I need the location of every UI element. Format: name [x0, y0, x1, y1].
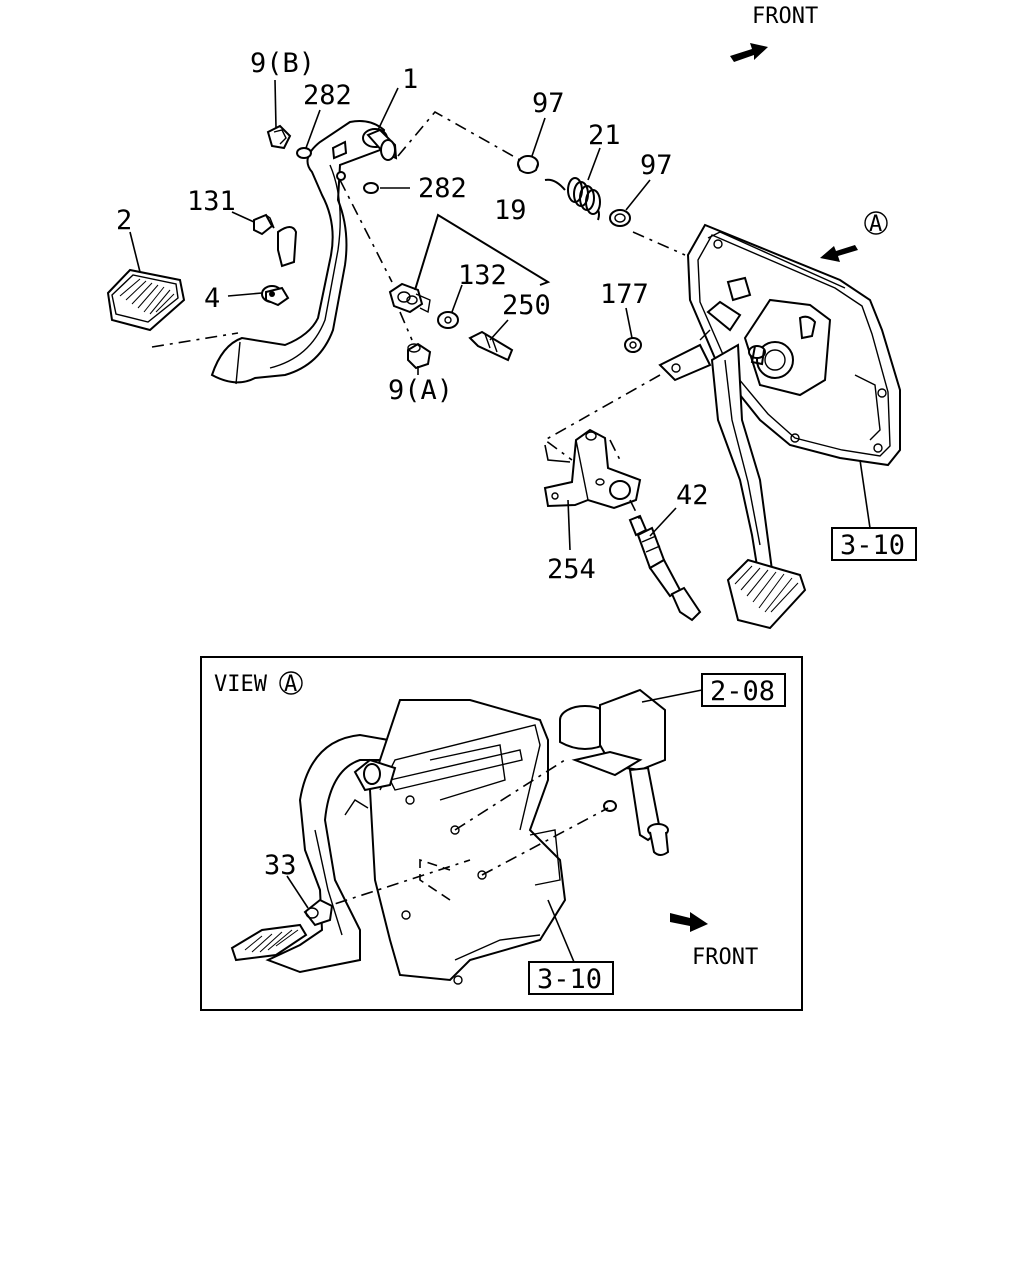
- label-part-177: 177: [600, 279, 649, 310]
- label-part-19: 19: [494, 195, 527, 226]
- view-a-arrow-icon: [820, 245, 858, 262]
- label-part-131: 131: [187, 186, 236, 217]
- inset-centerline-bolt: [309, 859, 471, 913]
- view-a-inset-title: VIEW: [214, 672, 268, 697]
- inset-label-ref-2-08: 2-08: [710, 676, 775, 707]
- bushing-97-left-part: [517, 155, 539, 174]
- label-part-132: 132: [458, 260, 507, 291]
- inset-pedal-arm-part: [230, 733, 407, 974]
- label-part-282-upper: 282: [303, 80, 352, 111]
- inset-leader-33: [286, 875, 309, 909]
- view-a-marker: A: [820, 211, 888, 262]
- label-part-4: 4: [204, 283, 220, 314]
- bushing-97-right-part: [609, 209, 631, 227]
- return-spring-21-part: [544, 177, 601, 221]
- view-a-marker-letter: A: [869, 212, 882, 237]
- inset-ref-box-3-10: [528, 961, 614, 995]
- washer-282-lower-part: [363, 182, 379, 194]
- inset-leader-3-10: [547, 899, 575, 963]
- front-label-top: FRONT: [752, 4, 818, 29]
- label-part-9a: 9(A): [388, 375, 453, 406]
- label-part-2: 2: [116, 205, 132, 236]
- label-part-42: 42: [676, 480, 709, 511]
- washer-282-upper-part: [296, 147, 312, 159]
- part-labels: 1 2 4 9(A) 9(B) 19 21 42 97 97 131 132 1…: [116, 48, 917, 585]
- nut-177-part: [624, 337, 642, 353]
- label-ref-3-10-top: 3-10: [840, 530, 905, 561]
- label-part-97-right: 97: [640, 150, 673, 181]
- inset-label-ref-3-10: 3-10: [537, 964, 602, 995]
- label-part-21: 21: [588, 120, 621, 151]
- brake-pedal-arm-right-part: [710, 343, 807, 630]
- inset-centerline-upper: [454, 757, 569, 831]
- clutch-switch-42-part: [628, 514, 702, 622]
- view-a-inset-frame: [200, 656, 803, 1011]
- inset-front-label: FRONT: [692, 945, 758, 970]
- label-part-250: 250: [502, 290, 551, 321]
- label-part-9b: 9(B): [250, 48, 315, 79]
- inset-bolt-33-part: [303, 898, 334, 927]
- ref-box-3-10-top: [831, 527, 917, 561]
- label-part-97-left: 97: [532, 88, 565, 119]
- assembly-centerlines: [339, 110, 686, 521]
- inset-bracket-assembly-part: [344, 699, 567, 985]
- pedal-bracket-assembly-part: [658, 223, 901, 467]
- inset-leader-2-08: [641, 689, 703, 703]
- pin-9a-part: [407, 342, 432, 370]
- switch-bracket-19-part: [388, 282, 431, 314]
- stopper-4-part: [261, 285, 290, 307]
- bolt-250-part: [468, 330, 514, 362]
- leader-lines: [129, 79, 871, 551]
- front-indicator-top: FRONT: [730, 4, 818, 62]
- inset-master-cylinder-part: [559, 688, 670, 856]
- nut-132-part: [437, 311, 459, 329]
- brake-pedal-pad-part: [106, 268, 239, 348]
- inset-ref-box-2-08: [701, 673, 786, 707]
- label-part-1: 1: [402, 64, 418, 95]
- label-part-282-lower: 282: [418, 173, 467, 204]
- label-part-254: 254: [547, 554, 596, 585]
- front-arrow-icon: [730, 43, 768, 62]
- bracket-131-part: [253, 213, 275, 236]
- inset-label-part-33: 33: [264, 850, 297, 881]
- inset-centerline-lower: [481, 807, 609, 876]
- inset-front-arrow-icon: [670, 912, 708, 932]
- view-a-inset-marker: A: [284, 672, 297, 697]
- clip-9b-part: [266, 124, 292, 150]
- switch-bracket-254-part: [543, 428, 642, 510]
- view-a-inset: VIEW A: [200, 656, 803, 1011]
- clutch-pedal-arm-part: [210, 120, 398, 385]
